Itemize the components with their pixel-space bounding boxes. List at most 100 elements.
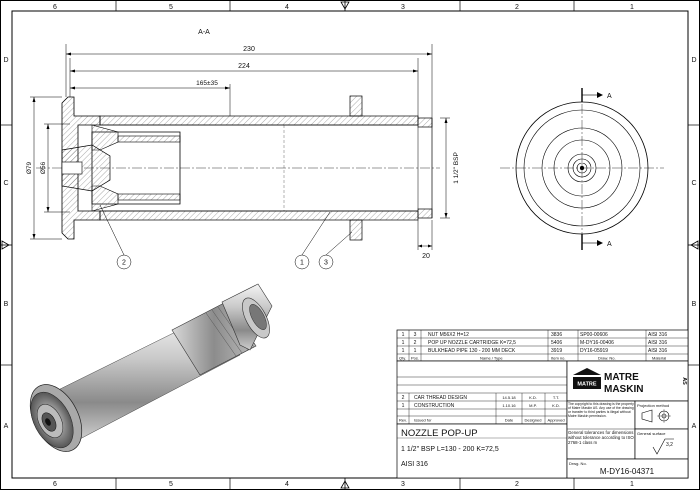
bom-row1-item: 3836 bbox=[551, 332, 562, 338]
bom-header-qty: Qty. bbox=[399, 356, 406, 361]
zone-row-right-3: B bbox=[692, 301, 697, 308]
bom-row3-material: AISI 316 bbox=[648, 348, 667, 354]
projection-label: Projection method bbox=[637, 403, 669, 408]
zone-col-bottom-3: 4 bbox=[285, 481, 289, 488]
company-logo-roof bbox=[573, 368, 601, 375]
zone-row-left-4: A bbox=[4, 423, 9, 430]
company-suffix: AS bbox=[681, 377, 687, 385]
tolerance-note: General tolerances for dimensions withou… bbox=[568, 430, 634, 445]
bom-row1-drawing: SP00-00606 bbox=[580, 332, 608, 338]
dim-d56: Ø56 bbox=[40, 161, 47, 174]
pipe-wall-bottom bbox=[99, 210, 419, 221]
cut-label-bottom: A bbox=[607, 241, 612, 248]
bom-row2-name: POP UP NOZZLE CARTRIDGE K=72,5 bbox=[428, 340, 516, 346]
company-logo-text: MATRE bbox=[577, 382, 596, 388]
nut-top bbox=[349, 95, 363, 117]
bom-row3-no: 1 bbox=[402, 348, 405, 354]
company-block: MATRE MATRE MASKIN AS bbox=[566, 360, 689, 402]
rev-header-app: Approved bbox=[547, 418, 564, 423]
zone-col-top-2: 5 bbox=[169, 4, 173, 11]
drawing-title: NOZZLE POP-UP bbox=[401, 428, 478, 439]
rev-row1-date: 14.5.18 bbox=[502, 395, 516, 400]
rev-row1-rev: 2 bbox=[402, 395, 405, 401]
surface-value: 3,2 bbox=[666, 442, 673, 448]
nut-bottom bbox=[349, 219, 363, 241]
zone-row-right-1: D bbox=[691, 57, 696, 64]
balloon-2 bbox=[116, 254, 132, 270]
rev-header-rev: Rev. bbox=[399, 418, 407, 423]
company-logo-icon bbox=[573, 377, 601, 389]
surface-label: General surface bbox=[637, 431, 666, 436]
bom-header-drawing: Draw. No. bbox=[598, 356, 616, 361]
bom-row1-name: NUT M56X2 H=12 bbox=[428, 332, 469, 338]
dim-20: 20 bbox=[422, 253, 430, 260]
zone-col-bottom-6: 1 bbox=[630, 481, 634, 488]
dim-165: 165±35 bbox=[196, 80, 218, 87]
balloon-1 bbox=[294, 254, 310, 270]
rev-row2-text: CONSTRUCTION bbox=[414, 403, 455, 409]
bom-row1-no: 1 bbox=[402, 332, 405, 338]
rev-row2-rev: 1 bbox=[402, 403, 405, 409]
thread-size: 1 1/2" BSP bbox=[453, 152, 460, 184]
drawing-material: AISI 316 bbox=[401, 461, 428, 468]
rev-row1-by: K.D. bbox=[529, 395, 537, 400]
balloon-3 bbox=[318, 254, 334, 270]
drawing-number: M-DY16-04371 bbox=[600, 467, 655, 476]
cartridge-body-top bbox=[117, 135, 181, 143]
flange bbox=[61, 96, 101, 240]
zone-col-bottom-5: 2 bbox=[515, 481, 519, 488]
rev-header-by: Designed bbox=[525, 418, 542, 423]
zone-col-bottom-4: 3 bbox=[401, 481, 405, 488]
bom-row2-qty: 2 bbox=[414, 340, 417, 346]
rev-header-date: Date bbox=[505, 418, 514, 423]
rev-row1-text: CAR THREAD DESIGN bbox=[414, 395, 467, 401]
bom-row2-no: 1 bbox=[402, 340, 405, 346]
company-name-line2: MASKIN bbox=[604, 384, 643, 395]
bom-row3-drawing: DY16-05919 bbox=[580, 348, 608, 354]
bom-row2-material: AISI 316 bbox=[648, 340, 667, 346]
inner-border bbox=[11, 10, 689, 479]
rev-row2-app: K.D. bbox=[552, 403, 560, 408]
section-label: A-A bbox=[198, 29, 210, 36]
zone-col-top-5: 2 bbox=[515, 4, 519, 11]
rev-row2-by: M.P. bbox=[529, 403, 537, 408]
drawing-no-label: Drwg. No. bbox=[569, 461, 587, 466]
dim-230: 230 bbox=[243, 46, 255, 53]
dim-d79: Ø79 bbox=[26, 161, 33, 174]
title-block: NOZZLE POP-UP 1 1/2" BSP L=130 - 200 K=7… bbox=[396, 400, 689, 479]
zone-row-left-3: B bbox=[4, 301, 9, 308]
drawing-subtitle: 1 1/2" BSP L=130 - 200 K=72,5 bbox=[401, 446, 499, 453]
nozzle-head bbox=[61, 144, 111, 192]
dim-224: 224 bbox=[238, 63, 250, 70]
cut-arrow-top bbox=[597, 92, 603, 98]
rev-row1-app: T.T. bbox=[553, 395, 559, 400]
company-name-line1: MATRE bbox=[604, 372, 639, 383]
end-view bbox=[500, 88, 664, 250]
zone-row-left-2: C bbox=[3, 180, 8, 187]
section-view: A-A bbox=[26, 29, 460, 270]
bom-row3-name: BULKHEAD PIPE 130 - 200 MM DECK bbox=[428, 348, 516, 354]
bom-row3-qty: 1 bbox=[414, 348, 417, 354]
isometric-render bbox=[29, 283, 273, 452]
bom-header-material: Material bbox=[652, 356, 666, 361]
cartridge-body-bottom bbox=[117, 193, 181, 201]
bom-header-name: Name / Type bbox=[480, 356, 503, 361]
zone-col-bottom-2: 5 bbox=[169, 481, 173, 488]
zone-col-top-6: 1 bbox=[630, 4, 634, 11]
bom-row1-qty: 3 bbox=[414, 332, 417, 338]
zone-col-top-3: 4 bbox=[285, 4, 289, 11]
zone-row-right-4: A bbox=[692, 423, 697, 430]
surface-finish-icon bbox=[652, 438, 674, 455]
bom-header-pos: Pos. bbox=[411, 356, 419, 361]
zone-col-top-1: 6 bbox=[53, 4, 57, 11]
bom-table: 1 3 NUT M56X2 H=12 3836 SP00-00606 AISI … bbox=[396, 329, 689, 362]
rev-header-text: Issued for bbox=[414, 418, 432, 423]
rev-row2-date: 1.10.16 bbox=[502, 403, 516, 408]
balloon-3-label: 3 bbox=[324, 260, 328, 267]
pipe-wall-top bbox=[99, 115, 419, 126]
revision-table: 2 CAR THREAD DESIGN 14.5.18 K.D. T.T. 1 … bbox=[396, 360, 568, 425]
zone-col-top-4: 3 bbox=[401, 4, 405, 11]
